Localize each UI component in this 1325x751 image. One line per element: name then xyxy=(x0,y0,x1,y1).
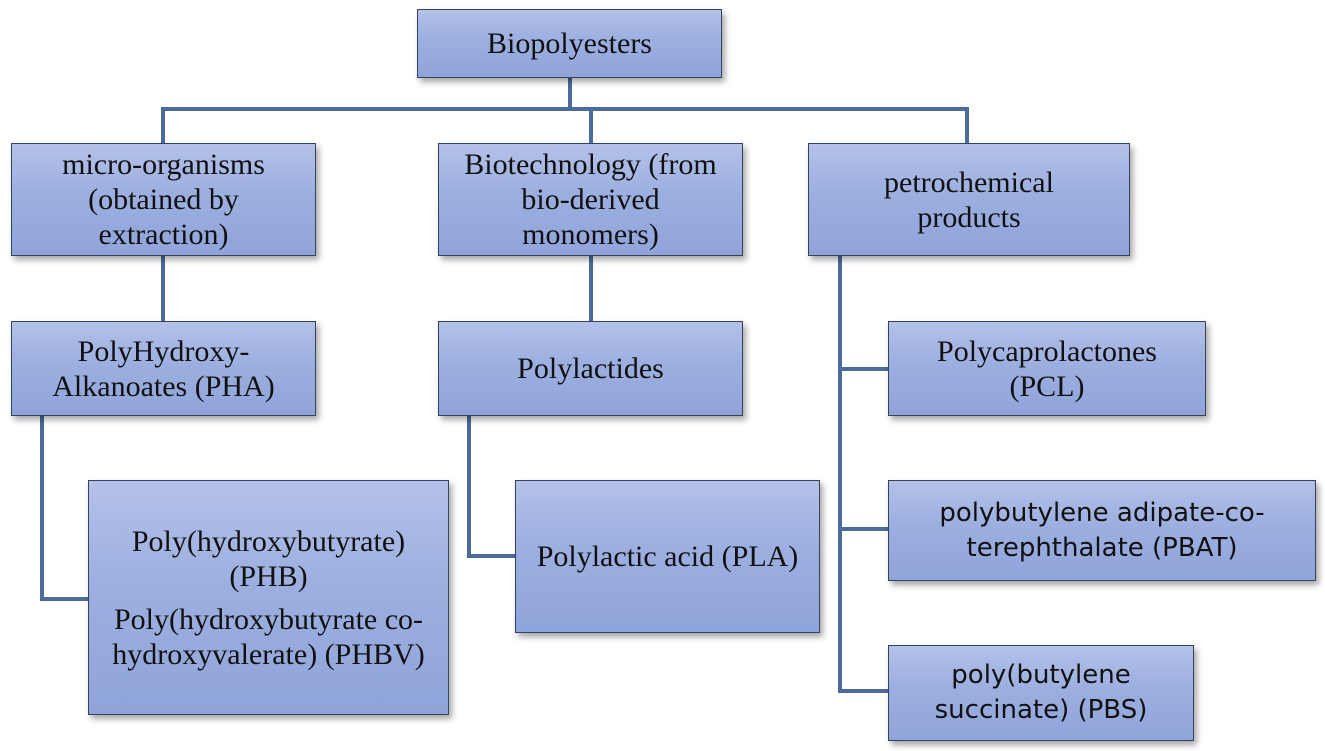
item-pcl-line-2: (PCL) xyxy=(1009,369,1085,403)
connector-biotech-polylactides xyxy=(589,256,593,322)
connector-petro-trunk xyxy=(838,256,842,693)
root-node-biopolyesters: Biopolyesters xyxy=(417,9,722,78)
connector-micro-pha xyxy=(161,256,165,322)
connector-to-micro xyxy=(161,107,165,143)
connector-root-down xyxy=(568,77,572,110)
connector-polylactides-pla-h xyxy=(467,554,517,558)
item-phb-phbv: Poly(hydroxybutyrate) (PHB) Poly(hydroxy… xyxy=(88,480,449,715)
category-micro-line-3: extraction) xyxy=(98,218,229,251)
category-petrochemical: petrochemical products xyxy=(808,143,1130,256)
connector-petro-pbs xyxy=(838,689,890,693)
connector-pha-phb xyxy=(40,415,44,601)
item-phbv-line-2: hydroxyvalerate) (PHBV) xyxy=(112,637,425,671)
item-pha-line-2: Alkanoates (PHA) xyxy=(52,369,275,403)
item-pbs-line-2: succinate) (PBS) xyxy=(934,695,1148,725)
connector-top-bar xyxy=(161,107,969,111)
category-micro-line-1: micro-organisms xyxy=(62,148,265,181)
item-pbat-line-1: polybutylene adipate-co- xyxy=(939,497,1265,528)
item-pcl: Polycaprolactones (PCL) xyxy=(888,321,1206,416)
connector-pha-phb-h xyxy=(40,597,90,601)
item-pla-label: Polylactic acid (PLA) xyxy=(536,540,799,573)
connector-to-biotech xyxy=(589,107,593,143)
item-pha-line-1: PolyHydroxy- xyxy=(77,334,250,368)
connector-to-petro xyxy=(965,107,969,143)
item-polylactides: Polylactides xyxy=(438,321,743,416)
item-pla: Polylactic acid (PLA) xyxy=(515,480,820,633)
connector-petro-pbat xyxy=(838,527,890,531)
item-pbat-line-2: terephthalate (PBAT) xyxy=(966,532,1238,563)
category-biotech-line-2: bio-derived xyxy=(521,183,660,216)
item-pbat: polybutylene adipate-co- terephthalate (… xyxy=(888,480,1316,581)
item-phb-line-2: (PHB) xyxy=(229,559,308,593)
category-micro-organisms: micro-organisms (obtained by extraction) xyxy=(11,143,316,256)
item-pha: PolyHydroxy- Alkanoates (PHA) xyxy=(11,321,316,416)
item-pbs: poly(butylene succinate) (PBS) xyxy=(888,645,1194,741)
item-pbs-line-1: poly(butylene xyxy=(951,660,1131,690)
item-phb-line-1: Poly(hydroxybutyrate) xyxy=(131,524,406,558)
category-petro-line-1: petrochemical xyxy=(884,165,1054,199)
category-micro-line-2: (obtained by xyxy=(88,183,239,216)
category-biotech-line-1: Biotechnology (from xyxy=(464,148,717,181)
root-label: Biopolyesters xyxy=(487,27,652,60)
connector-petro-pcl xyxy=(838,367,890,371)
connector-polylactides-pla xyxy=(467,415,471,557)
item-pcl-line-1: Polycaprolactones xyxy=(937,334,1157,368)
category-petro-line-2: products xyxy=(917,200,1021,234)
category-biotech-line-3: monomers) xyxy=(522,218,659,251)
item-phbv-line-1: Poly(hydroxybutyrate co- xyxy=(113,602,424,636)
item-polylactides-label: Polylactides xyxy=(517,352,664,385)
category-biotechnology: Biotechnology (from bio-derived monomers… xyxy=(438,143,743,256)
